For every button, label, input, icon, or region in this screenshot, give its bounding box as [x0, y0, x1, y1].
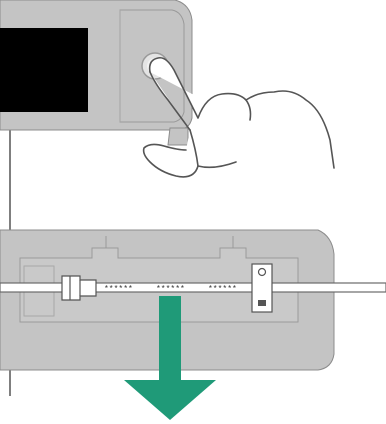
right-clamp-body	[251, 263, 273, 313]
right-clamp	[251, 263, 273, 313]
top-device-tab	[167, 127, 189, 146]
right-clamp-dot-bottom	[258, 300, 266, 306]
tube-marking-2: ******	[156, 285, 185, 294]
tube-body	[0, 282, 386, 293]
top-device-panel-outline	[119, 9, 185, 123]
tube-connector	[61, 275, 97, 301]
tube	[0, 282, 386, 293]
down-arrow-icon	[124, 296, 216, 420]
arrow-head	[124, 380, 216, 420]
tube-marking-1: ******	[104, 285, 133, 294]
arrow-shaft	[159, 296, 181, 380]
device-screen	[0, 28, 88, 112]
right-clamp-dot-top	[257, 267, 267, 277]
top-device	[0, 0, 193, 146]
pointing-hand-icon	[142, 56, 335, 178]
tube-marking-3: ******	[208, 285, 237, 294]
